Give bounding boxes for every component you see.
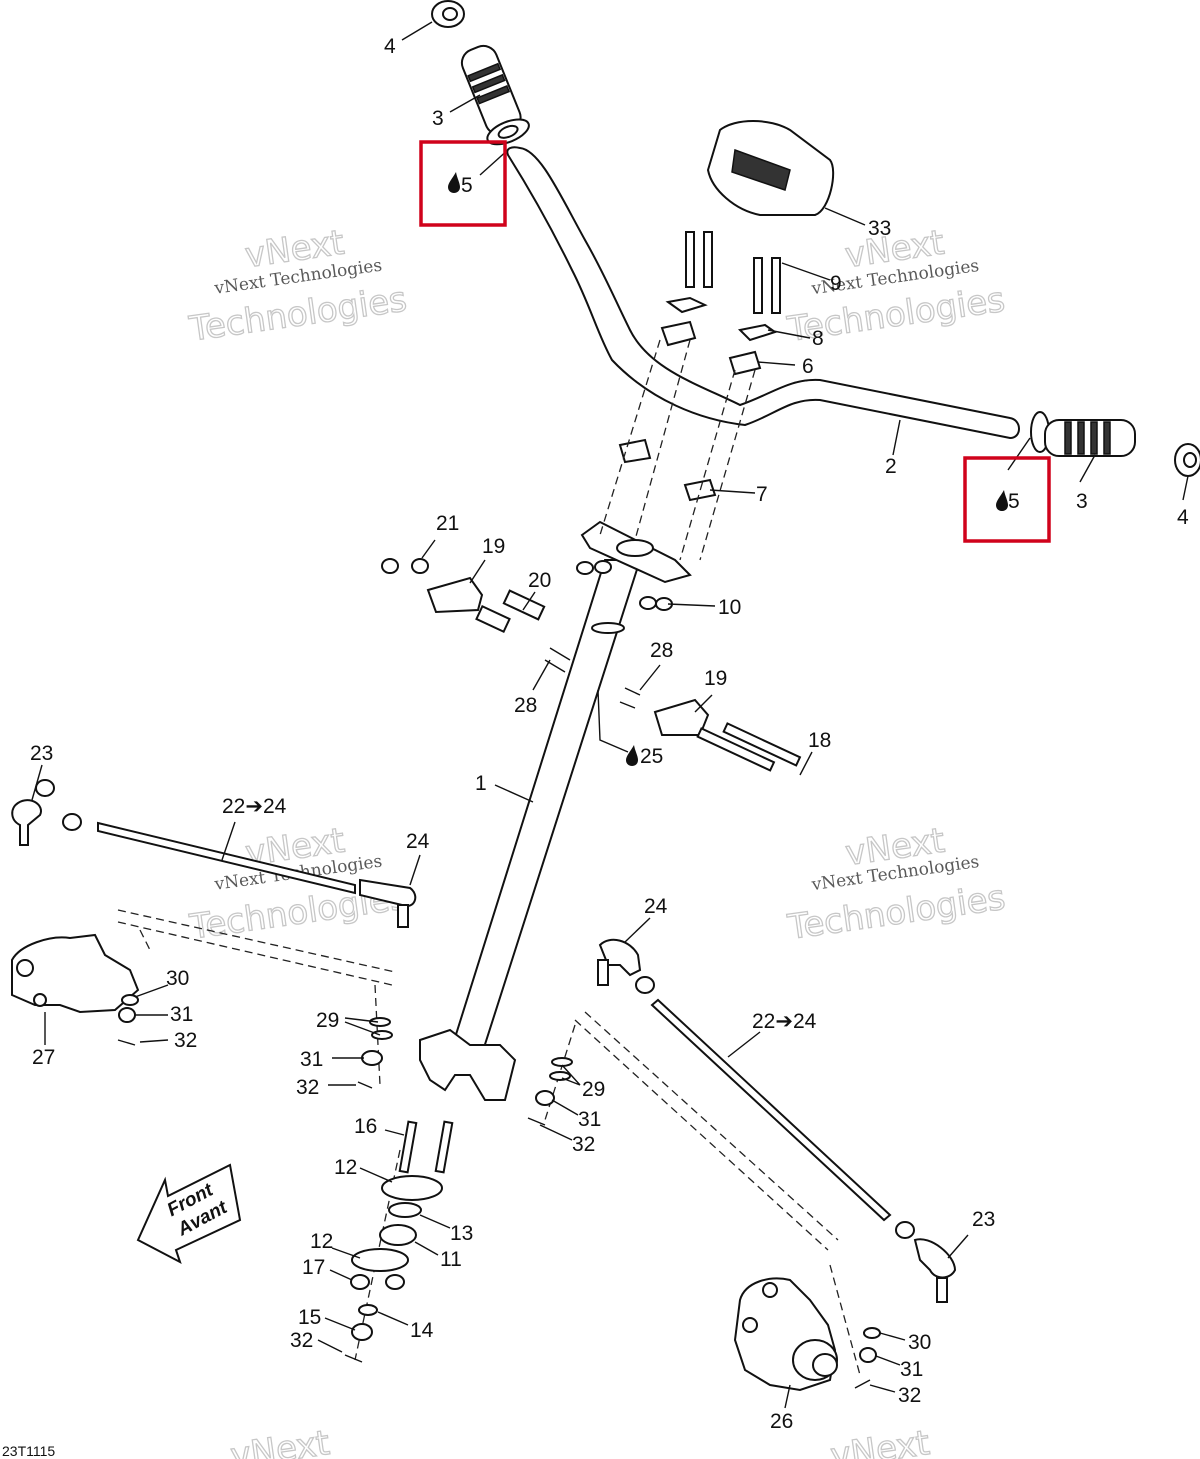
handlebar-pad bbox=[706, 120, 835, 216]
highlight-boxes bbox=[419, 140, 1051, 543]
callout-1: 1 bbox=[475, 772, 487, 795]
watermark-large-6a: vNext bbox=[828, 1423, 932, 1459]
grip-right bbox=[1030, 411, 1136, 457]
callout-9: 9 bbox=[830, 272, 842, 295]
callout-8: 8 bbox=[812, 327, 824, 350]
callout-10: 10 bbox=[718, 596, 741, 619]
callout-26: 26 bbox=[770, 1410, 793, 1433]
grip-left bbox=[460, 44, 530, 146]
callout-31-left: 31 bbox=[170, 1003, 193, 1026]
clamp-plate bbox=[580, 520, 692, 584]
callout-29-right: 29 bbox=[582, 1078, 605, 1101]
callout-31-bottom: 31 bbox=[900, 1358, 923, 1381]
callout-4-left: 4 bbox=[384, 35, 396, 58]
steering-stop-left bbox=[381, 558, 571, 673]
tie-rod-left bbox=[11, 779, 417, 928]
grease-drop-icon bbox=[996, 490, 1008, 511]
callout-31-right: 31 bbox=[578, 1108, 601, 1131]
leader-lines bbox=[31, 21, 1189, 1409]
callout-17: 17 bbox=[302, 1256, 325, 1279]
callout-11: 11 bbox=[440, 1248, 462, 1271]
knuckle-left bbox=[11, 933, 140, 1046]
watermark-large-5a: vNext bbox=[228, 1423, 332, 1459]
steering-column bbox=[446, 559, 642, 1061]
end-cap-left bbox=[431, 0, 465, 28]
callout-3-left: 3 bbox=[432, 107, 444, 130]
callout-5-right: 5 bbox=[1008, 490, 1020, 513]
callout-12-bottom: 12 bbox=[310, 1230, 333, 1253]
highlight-box-left bbox=[419, 140, 507, 227]
callout-12-top: 12 bbox=[334, 1156, 357, 1179]
callout-31-mid: 31 bbox=[300, 1048, 323, 1071]
callout-14: 14 bbox=[410, 1319, 434, 1342]
nuts-10 bbox=[576, 560, 673, 611]
callout-19-right: 19 bbox=[704, 667, 727, 690]
clamps bbox=[618, 296, 778, 502]
grease-drop-icon bbox=[626, 745, 638, 766]
callout-20: 20 bbox=[528, 569, 551, 592]
tie-rod-right-hardware bbox=[527, 1057, 573, 1126]
callout-21: 21 bbox=[436, 512, 459, 535]
callout-23-right: 23 bbox=[972, 1208, 995, 1231]
grease-icons bbox=[448, 172, 1008, 766]
callout-27: 27 bbox=[32, 1046, 55, 1069]
tie-rod-left-dotted bbox=[117, 909, 396, 986]
handlebar bbox=[506, 146, 1020, 440]
lower-bearings bbox=[344, 1175, 443, 1363]
callout-3-right: 3 bbox=[1076, 490, 1088, 513]
callout-13: 13 bbox=[450, 1222, 473, 1245]
front-arrow: Front Avant bbox=[136, 1163, 242, 1265]
callout-25: 25 bbox=[640, 745, 663, 768]
callout-15: 15 bbox=[298, 1306, 321, 1329]
callout-23-left: 23 bbox=[30, 742, 53, 765]
steering-stop-right bbox=[619, 687, 802, 772]
callout-labels: 4 3 5 33 9 8 6 2 7 5 3 4 21 19 20 10 28 … bbox=[2, 35, 1189, 1459]
callout-2: 2 bbox=[885, 455, 897, 478]
end-cap-right bbox=[1174, 443, 1200, 477]
callout-28-left: 28 bbox=[514, 694, 537, 717]
callout-24-left: 24 bbox=[406, 830, 430, 853]
callout-19-left: 19 bbox=[482, 535, 505, 558]
callout-7: 7 bbox=[756, 483, 768, 506]
tie-rod-right bbox=[597, 938, 957, 1303]
callout-32-left: 32 bbox=[174, 1029, 197, 1052]
callout-30-right: 30 bbox=[908, 1331, 931, 1354]
callout-22-24-left: 22➔24 bbox=[222, 795, 287, 818]
grease-drop-icon bbox=[448, 172, 460, 193]
callout-18: 18 bbox=[808, 729, 831, 752]
callout-6: 6 bbox=[802, 355, 814, 378]
steering-arm bbox=[419, 1028, 517, 1101]
callout-24-right: 24 bbox=[644, 895, 668, 918]
callout-30-left: 30 bbox=[166, 967, 189, 990]
callout-16: 16 bbox=[354, 1115, 377, 1138]
tie-rod-right-dotted bbox=[574, 1011, 839, 1251]
bolts-16 bbox=[398, 1120, 454, 1174]
bolts-upper bbox=[685, 231, 781, 314]
callout-28-right: 28 bbox=[650, 639, 673, 662]
callout-32-right: 32 bbox=[572, 1133, 595, 1156]
knuckle-right bbox=[733, 1277, 881, 1392]
callout-32-bottom: 32 bbox=[290, 1329, 313, 1352]
callout-33: 33 bbox=[868, 217, 891, 240]
callout-32-mid: 32 bbox=[296, 1076, 319, 1099]
callout-5-left: 5 bbox=[461, 174, 473, 197]
callout-22-24-right: 22➔24 bbox=[752, 1010, 817, 1033]
callout-4-right: 4 bbox=[1177, 506, 1189, 529]
highlight-box-right bbox=[963, 456, 1051, 543]
callout-32-bottom-right: 32 bbox=[898, 1384, 921, 1407]
figure-code: 23T1115 bbox=[2, 1443, 55, 1459]
callout-29-left: 29 bbox=[316, 1009, 339, 1032]
